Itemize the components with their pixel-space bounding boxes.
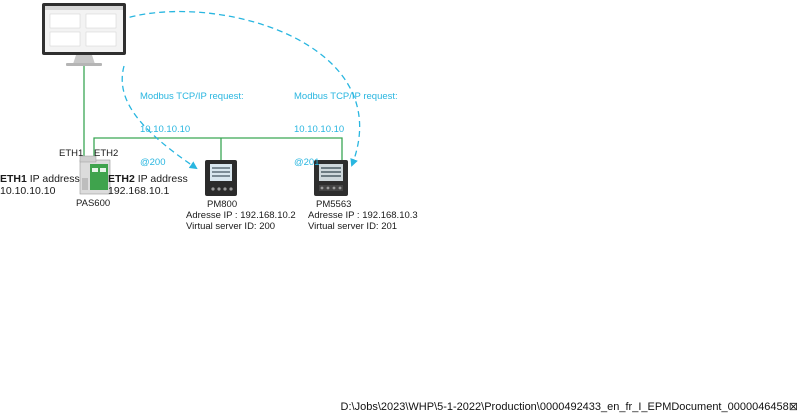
eth1-bold-label: ETH1: [0, 173, 27, 185]
pm800-meter-icon: [205, 160, 237, 196]
eth1-ip-value: 10.10.10.10: [0, 185, 56, 197]
pas600-gateway-icon: [79, 155, 111, 195]
request-ip: 10.10.10.10: [140, 124, 191, 135]
eth1-port-label: ETH1: [59, 148, 84, 159]
pm800-name: PM800: [207, 199, 238, 210]
request-server-id: @201: [294, 157, 320, 168]
request-arrow-pm5563: [119, 10, 361, 167]
pm5563-server-id: Virtual server ID: 201: [308, 221, 398, 232]
eth2-bold-label: ETH2: [108, 173, 135, 185]
request-server-id: @200: [140, 157, 166, 168]
pm800-ip: Adresse IP : 192.168.10.2: [186, 210, 296, 221]
request-title: Modbus TCP/IP request:: [140, 91, 244, 102]
pm800-server-id: Virtual server ID: 200: [186, 221, 276, 232]
request-label-pm800: Modbus TCP/IP request: 10.10.10.10 @200: [140, 69, 244, 179]
pm5563-ip: Adresse IP : 192.168.10.3: [308, 210, 418, 221]
workstation-monitor-icon: [42, 3, 126, 66]
eth2-connection: [93, 137, 343, 162]
document-path: D:\Jobs\2023\WHP\5-1-2022\Production\000…: [340, 401, 798, 413]
request-title: Modbus TCP/IP request:: [294, 91, 398, 102]
gateway-name: PAS600: [76, 198, 111, 209]
eth2-address-suffix: IP address: [134, 173, 188, 185]
pm5563-meter-icon: [314, 160, 348, 196]
eth1-address-heading: ETH1 IP address: [0, 173, 80, 185]
eth2-address-heading: ETH2 IP address: [108, 173, 188, 185]
request-arrow-pm800: [121, 65, 198, 170]
pm5563-name: PM5563: [316, 199, 352, 210]
request-ip: 10.10.10.10: [294, 124, 345, 135]
eth1-address-block: ETH1 IP address 10.10.10.10: [0, 173, 80, 197]
eth2-port-label: ETH2: [94, 148, 119, 159]
eth1-address-suffix: IP address: [26, 173, 80, 185]
eth2-address-block: ETH2 IP address 192.168.10.1: [108, 173, 188, 197]
eth2-ip-value: 192.168.10.1: [108, 185, 170, 197]
request-label-pm5563: Modbus TCP/IP request: 10.10.10.10 @201: [294, 69, 398, 179]
